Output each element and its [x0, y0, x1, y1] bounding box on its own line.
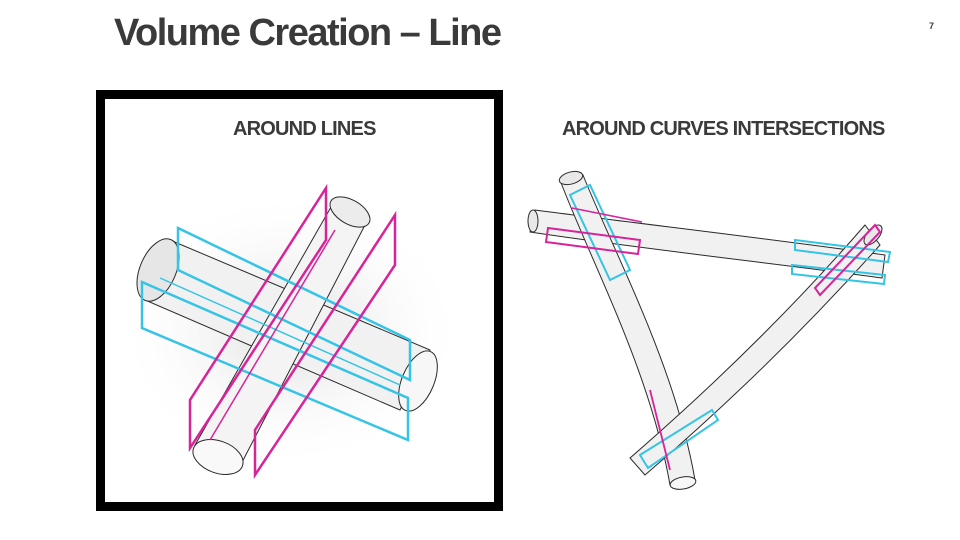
cyan-section-frames	[140, 226, 412, 442]
magenta-section-frames-right	[544, 207, 882, 471]
slide-title: Volume Creation – Line	[114, 12, 502, 54]
page-number: 7	[929, 21, 935, 31]
tube-top	[527, 209, 886, 279]
magenta-section-frames	[188, 183, 397, 480]
panel-label-around-lines: AROUND LINES	[233, 118, 376, 140]
cyan-section-frames-right	[568, 183, 892, 470]
panel-label-around-curves-intersections: AROUND CURVES INTERSECTIONS	[562, 118, 885, 140]
tube-left	[558, 170, 697, 490]
cylinder-diagonal	[192, 196, 371, 475]
